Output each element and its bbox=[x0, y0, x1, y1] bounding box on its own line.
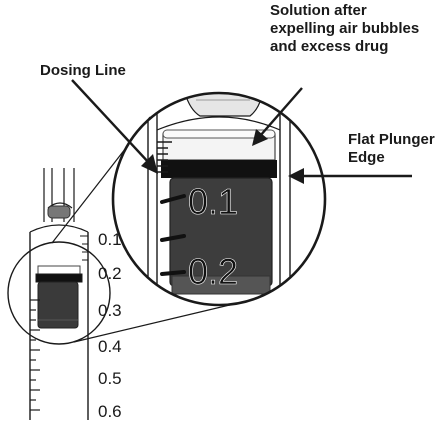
zoom-scale-label: 0.1 bbox=[188, 181, 238, 222]
solution-label-line: and excess drug bbox=[270, 38, 389, 55]
flat-plunger-label-line: Edge bbox=[348, 149, 385, 166]
dosing-line-label: Dosing Line bbox=[40, 62, 126, 79]
detail-circle-small bbox=[7, 241, 111, 345]
scale-label: 0.2 bbox=[98, 264, 122, 283]
solution-arrow bbox=[252, 87, 303, 146]
solution-label-line: expelling air bubbles bbox=[270, 20, 420, 37]
dosing-line-arrow bbox=[71, 79, 158, 174]
zoom-scale-label: 0.2 bbox=[188, 251, 238, 292]
syringe-full bbox=[29, 168, 89, 420]
flat-plunger-arrow bbox=[288, 168, 412, 184]
solution-label: Solution after expelling air bubbles and… bbox=[270, 2, 419, 56]
scale-label: 0.3 bbox=[98, 301, 122, 320]
scale-label: 0.5 bbox=[98, 369, 122, 388]
scale-label: 0.6 bbox=[98, 402, 122, 421]
scale-label: 0.4 bbox=[98, 337, 122, 356]
zoom-circle bbox=[111, 91, 327, 307]
zoom-content bbox=[113, 93, 325, 305]
flat-plunger-label: Flat Plunger Edge bbox=[348, 131, 435, 167]
scale-label: 0.1 bbox=[98, 230, 122, 249]
flat-plunger-label-line: Flat Plunger bbox=[348, 131, 435, 148]
solution-label-line: Solution after bbox=[270, 2, 367, 19]
